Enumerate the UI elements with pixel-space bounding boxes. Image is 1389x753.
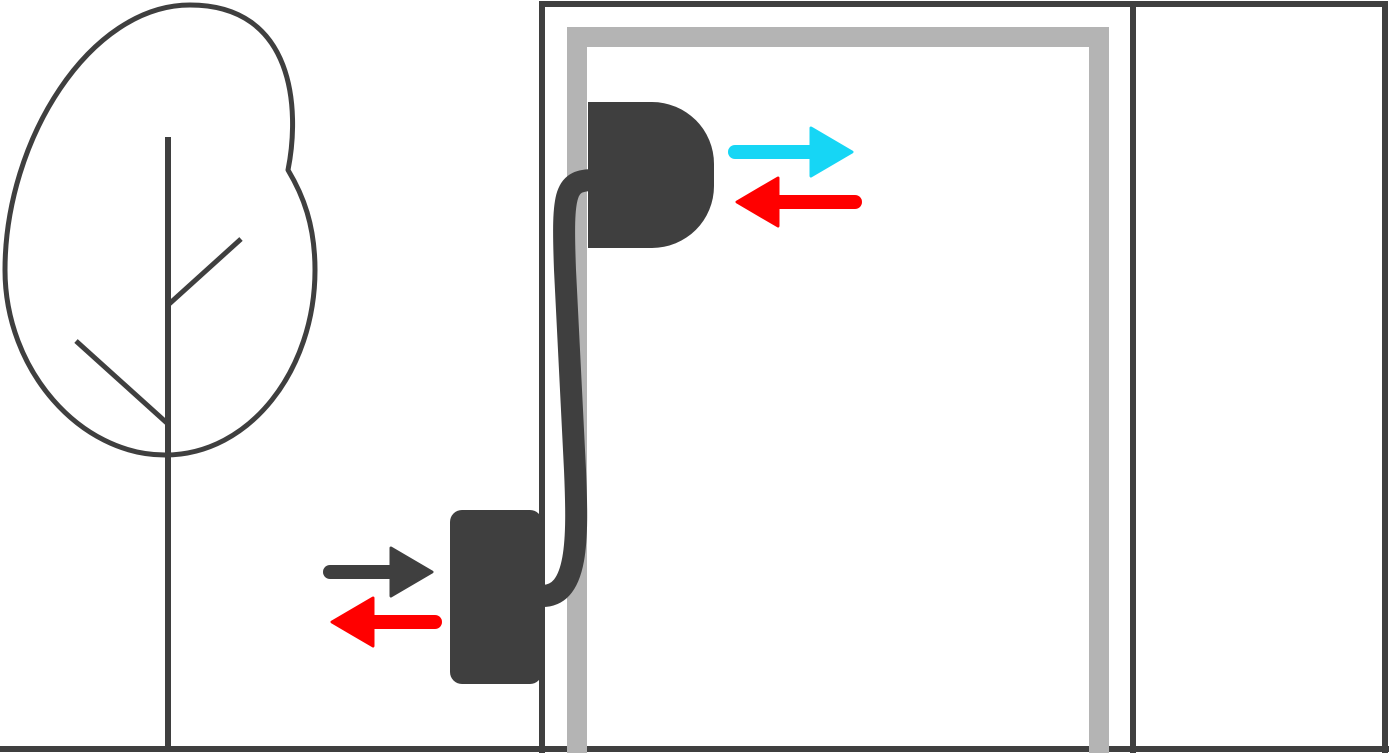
- outdoor-condenser-unit: [450, 510, 542, 684]
- tree-branch-right: [166, 237, 243, 307]
- arrow-right-icon: [323, 546, 434, 598]
- tree-branch-left: [74, 339, 170, 426]
- arrow-right-icon: [728, 126, 854, 178]
- refrigerant-pipe: [540, 169, 596, 607]
- tree-crown: [2, 2, 318, 458]
- tree-icon: [2, 2, 318, 749]
- arrow-left-icon: [735, 176, 862, 228]
- indoor-wall-unit: [588, 102, 714, 248]
- building-outer-wall: [539, 1, 1388, 753]
- arrow-left-icon: [330, 596, 442, 648]
